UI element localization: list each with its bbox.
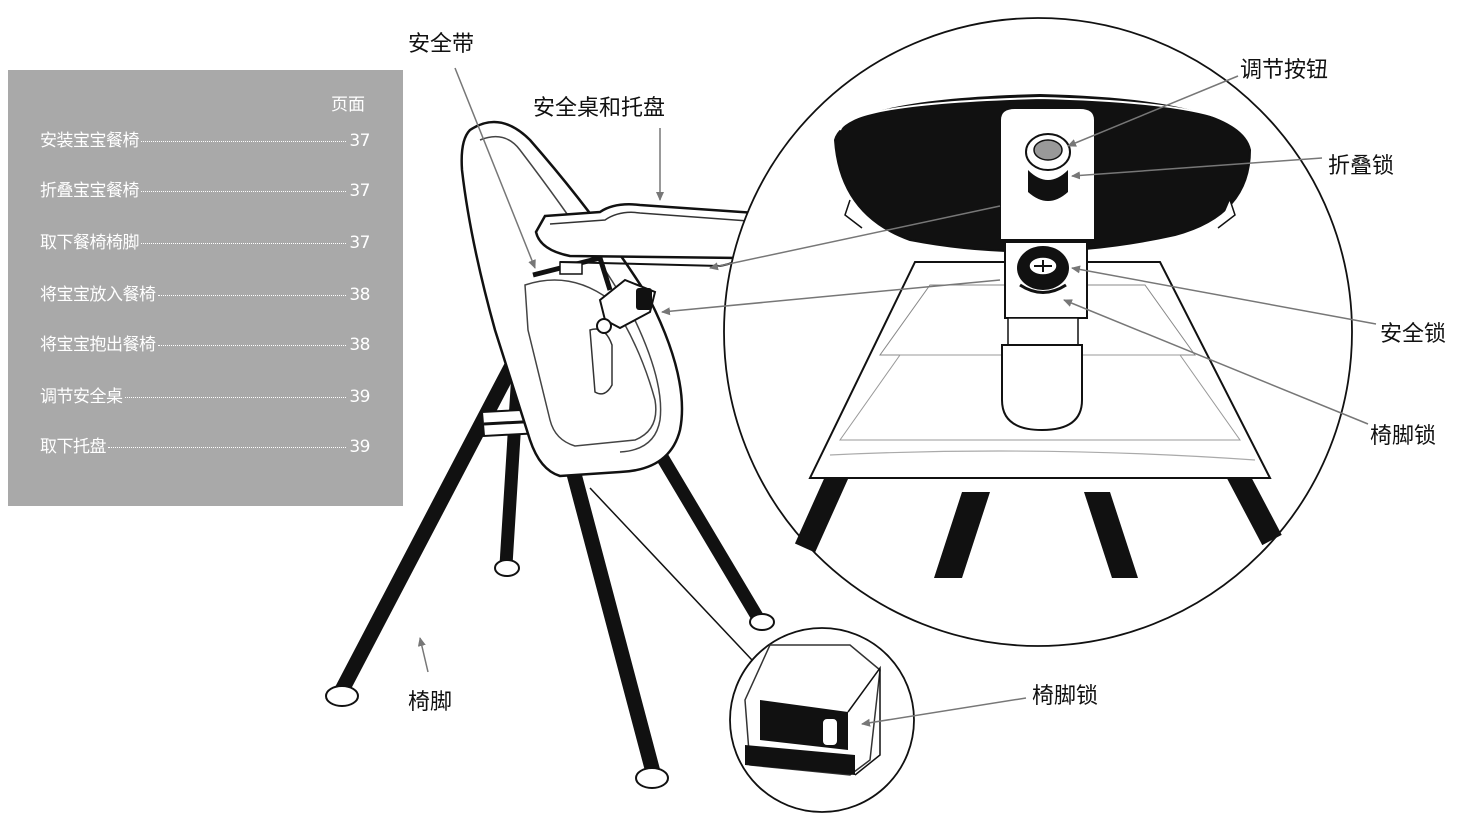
label-harness: 安全带 — [408, 26, 474, 58]
label-fold-lock: 折叠锁 — [1328, 148, 1394, 180]
harness-buckle — [560, 262, 582, 274]
adjust-housing — [1000, 108, 1095, 240]
front-leg-left — [342, 350, 520, 690]
table-arm-button — [636, 288, 652, 310]
foot-pad — [326, 686, 358, 706]
label-leg-lock-top: 椅脚锁 — [1370, 418, 1436, 450]
front-leg-right — [565, 440, 653, 772]
foot-pad — [636, 768, 668, 788]
chair-main-view — [326, 122, 779, 788]
label-safety-lock: 安全锁 — [1380, 316, 1446, 348]
leg-arrow — [420, 638, 428, 672]
leg-lock-slider — [1002, 345, 1082, 430]
label-adjust-button: 调节按钮 — [1240, 52, 1328, 84]
label-leg: 椅脚 — [408, 684, 452, 716]
label-leg-lock-bottom: 椅脚锁 — [1032, 678, 1098, 710]
foot-pad — [495, 560, 519, 576]
label-tray: 安全桌和托盘 — [533, 90, 665, 122]
foot-pad — [750, 614, 774, 630]
detail-circle-underside — [724, 18, 1352, 646]
